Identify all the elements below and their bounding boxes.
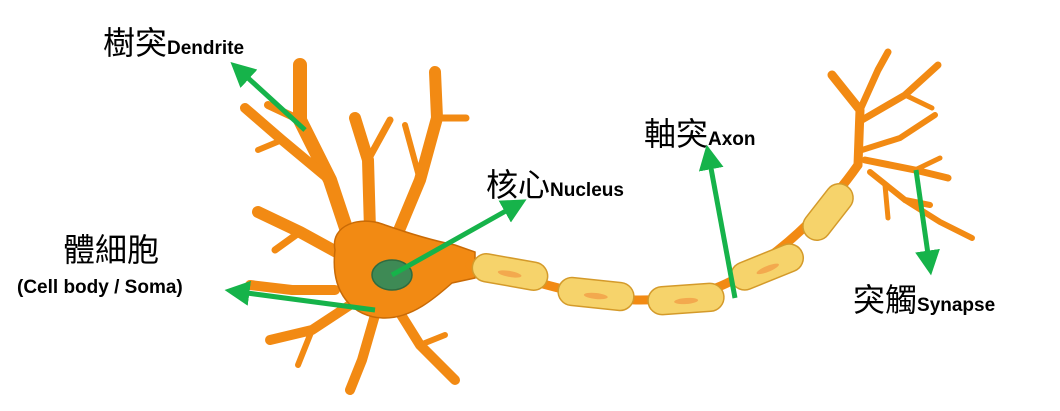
terminal-branch: [856, 48, 892, 114]
dendrite-branch: [349, 112, 376, 236]
nucleus-label-en: Nucleus: [550, 180, 624, 201]
dendrite-label-zh: 樹突: [103, 24, 168, 62]
terminal-branch: [827, 70, 865, 170]
schwann-nucleus: [756, 263, 779, 275]
myelin-segment: [802, 183, 854, 241]
dendrite-branch: [417, 332, 448, 348]
dendrite-branch: [295, 327, 315, 368]
axon-label-zh: 軸突: [644, 115, 709, 153]
axon-label: 軸突Axon: [644, 109, 756, 155]
nucleus-arrow: [390, 199, 527, 278]
nucleus-label-zh: 核心: [486, 166, 551, 204]
dendrite-label-en: Dendrite: [167, 38, 245, 59]
dendrite-branch: [364, 116, 394, 164]
axon-label-en: Axon: [708, 129, 756, 150]
dendrite-label: 樹突Dendrite: [103, 18, 244, 64]
cell-body-arrow: [224, 280, 376, 313]
synapse-label-en: Synapse: [917, 295, 996, 316]
dendrite-branch: [255, 137, 285, 153]
dendrites: [240, 58, 470, 395]
arrows: [224, 61, 940, 313]
axon-terminals: [827, 48, 975, 241]
synapse-label: 突觸Synapse: [853, 275, 995, 321]
axon-arrow: [698, 144, 738, 299]
cell-body-label-en: (Cell body / Soma): [17, 277, 183, 298]
schwann-nucleus: [583, 292, 608, 300]
terminal-branch: [882, 182, 891, 221]
dendrite-branch: [389, 66, 443, 246]
terminal-branch: [902, 92, 935, 111]
dendrite-branch: [345, 310, 380, 395]
schwann-nucleus: [674, 297, 699, 305]
synapse-label-zh: 突觸: [853, 281, 918, 319]
dendrite-branch: [245, 280, 340, 295]
terminal-branch: [902, 197, 975, 241]
dendrite-arrow: [230, 61, 307, 132]
cell-body-label-zh: 體細胞: [63, 231, 160, 269]
terminal-branch: [859, 112, 938, 153]
dendrite-branch: [402, 122, 423, 183]
dendrite-branch: [293, 58, 357, 247]
nucleus-label: 核心Nucleus: [486, 160, 624, 206]
synapse-arrow: [913, 169, 940, 276]
schwann-nucleus: [497, 270, 522, 278]
dendrite-branch: [271, 228, 304, 254]
terminal-branch: [912, 155, 943, 173]
